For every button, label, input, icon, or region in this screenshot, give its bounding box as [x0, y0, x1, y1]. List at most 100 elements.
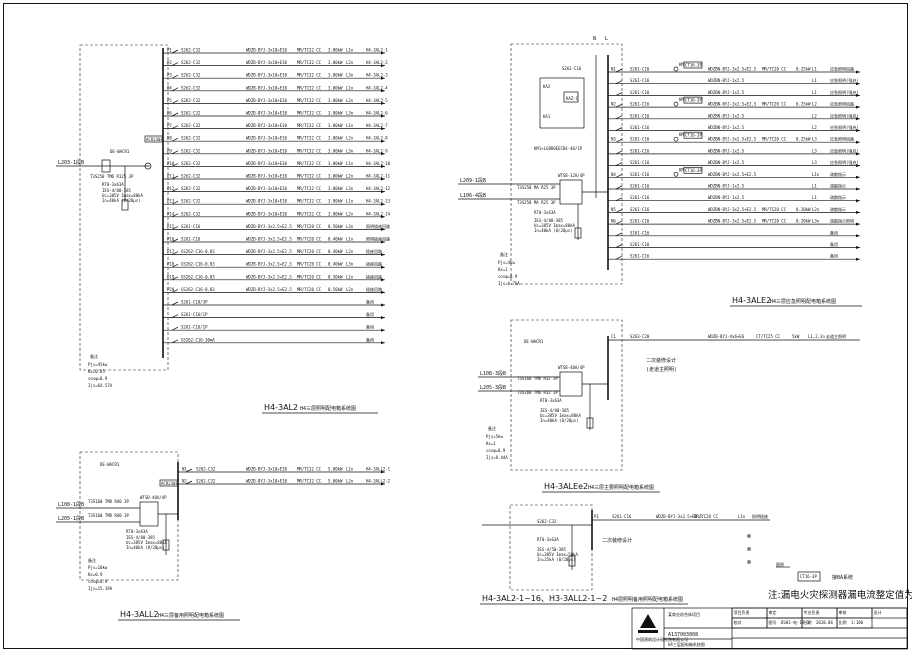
panel-sub-title-code: H4-3AL2-1~16、H3-3ALL2-1~2 [482, 594, 607, 603]
panel-h4-3alee2-param-1: Kx=1 [486, 441, 496, 446]
title-block-cell: 审定 [766, 607, 803, 619]
arrow-icon [381, 303, 385, 307]
panel-h4-3ale2-control-kaz: KAZ-C [566, 96, 579, 101]
feeder-cable: WDZB-BYJ-3x2.5+E2.5 [246, 237, 292, 242]
panel-h4-3all2-ats-label: WTSB-40A/4P [140, 495, 167, 500]
feeder-number: P18 [167, 262, 175, 267]
title-block-cell: 审核 [836, 607, 873, 619]
feeder-phase: L3n [346, 224, 354, 229]
panel-h4-3ale2-param-0: Pjs=4kw [498, 260, 515, 265]
feeder-cable: WDZBN-BYJ-3x2.5+E2.5 [708, 207, 757, 212]
feeder-breaker: S262-C32 [181, 174, 201, 179]
arrow-icon [381, 215, 385, 219]
title-cell-value: 1:100 [851, 620, 864, 625]
feeder-load: 应急照明(强启) [830, 159, 859, 165]
feeder-load: H4-3AL2-5 [366, 98, 388, 103]
feeder-cable: WDZB-BYJ-3x10+E10 [246, 123, 288, 128]
feeder-power: 0.25kW [796, 102, 811, 107]
feeder-switch-icon [615, 244, 623, 248]
feeder-breaker: S261-C16 [630, 113, 650, 118]
feeder-cable: WDZBN-BYJ-3x2.5+E2.5 [708, 172, 757, 177]
arrow-icon [856, 105, 860, 109]
panel-h4-3ale2-param-1: Kx=1 [498, 267, 508, 272]
feeder-breaker: S262-C32 [181, 60, 201, 65]
feeder-conduit: MR/TC32 CC [297, 199, 322, 204]
legend-label: 图例 [776, 561, 784, 567]
contactor-label: KM [679, 62, 684, 67]
feeder-phase: L1 [812, 90, 817, 95]
feeder-switch-icon [171, 188, 179, 192]
panel-h4-3ale2-spd-label: RT0-3x63A [534, 210, 556, 215]
title-block-cell: 校对 [731, 617, 768, 629]
feeder-breaker: S261-C16 [630, 90, 650, 95]
feeder-breaker: GS262-C16-0.03 [181, 262, 215, 267]
panel-h4-3alee2-spd-spec3: In=40kA (8/20μs) [540, 418, 579, 423]
arrow-icon [856, 152, 860, 156]
panel-h4-3all2-param-2: cosφ=0.9 [88, 579, 108, 584]
panel-h4-3all2-params-label: 备注 [88, 557, 96, 563]
contactor-icon [673, 101, 679, 107]
arrow-icon [856, 187, 860, 191]
feeder-switch-icon [171, 150, 179, 155]
feeder-conduit: MR/TC20 CC [297, 287, 322, 292]
arrow-icon [381, 190, 385, 194]
contactor-label: KM [679, 167, 684, 172]
feeder-number: P12 [167, 186, 175, 191]
feeder-load: 应急照明(强启) [830, 147, 859, 153]
feeder-cable: WDZB-BYJ-3x10+E10 [246, 211, 288, 216]
feeder-breaker: S262-C32 [181, 186, 201, 191]
feeder-number: P5 [167, 98, 172, 103]
panel-h4-3alee2-enclosure [510, 319, 623, 471]
feeder-breaker: S262-C32 [181, 199, 201, 204]
feeder-switch-icon [615, 127, 623, 131]
feeder-switch-icon [171, 289, 179, 293]
feeder-phase: L1n [346, 85, 354, 90]
feeder-cable: WDZBN-BYJ-1x2.5 [708, 90, 745, 95]
feeder-number: P1 [594, 514, 599, 519]
panel-h4-3ale2-title-code: H4-3ALE2 [732, 296, 771, 305]
arrow-icon [381, 253, 385, 257]
title-block: 中国建筑设计研究院有限公司 某商业综合体项目 A137003808 H4三层配电… [631, 607, 908, 650]
legend-text: 接BA系统 [832, 574, 853, 581]
panel-h4-3ale2-params-label: 备注 [500, 251, 508, 257]
feeder-power: 5kW [792, 334, 800, 339]
feeder-load: 疏散指示 [830, 206, 846, 212]
feeder-conduit: MR/TC20 CC [297, 262, 322, 267]
relay-box-icon [683, 131, 703, 139]
feeder-cable: WDZBN-BYJ-1x2.5 [708, 113, 745, 118]
panel-h4-3all2-meter-label: ACR230E [161, 481, 178, 486]
feeder-phase: L3 [812, 148, 817, 153]
feeder-number: P17 [167, 249, 175, 254]
feeder-cable: WDZBN-BYJ-3x2.5+E2.5 [708, 137, 757, 142]
feeder-phase: L1n [812, 172, 820, 177]
feeder-load: 应急照明回路 [830, 101, 854, 107]
title-cell-key: 图号 [769, 619, 777, 625]
feeder-switch-icon [615, 220, 623, 225]
feeder-breaker: S261-C16 [630, 125, 650, 130]
panel-h4-3al2-spd-spec3: In=40kA (8/20μs) [102, 198, 141, 203]
feeder-load: 应急照明(强启) [830, 112, 859, 118]
feeder-load: H4-3AL2-6 [366, 111, 388, 116]
panel-h4-3alee2-incoming-2: L205-3段B [480, 384, 506, 391]
feeder-switch-icon [615, 92, 623, 96]
panel-h4-3all2-incoming-2: L205-1段B [58, 515, 84, 522]
feeder-load: H4-3AL2-1 [366, 48, 388, 53]
title-company: 中国建筑设计研究院有限公司 [636, 636, 688, 642]
feeder-conduit: MR/TC32 CC [297, 148, 322, 153]
feeder-load: 疏散指示照明 [830, 218, 854, 224]
feeder-number: P6 [167, 111, 172, 116]
feeder-switch-icon [171, 100, 179, 104]
feeder-breaker: S261-C16 [612, 514, 632, 519]
feeder-conduit: MR/TC20 CC [297, 249, 322, 254]
panel-h4-3ale2-param-2: cosφ=0.9 [498, 274, 518, 279]
feeder-load: 备用 [830, 253, 838, 259]
